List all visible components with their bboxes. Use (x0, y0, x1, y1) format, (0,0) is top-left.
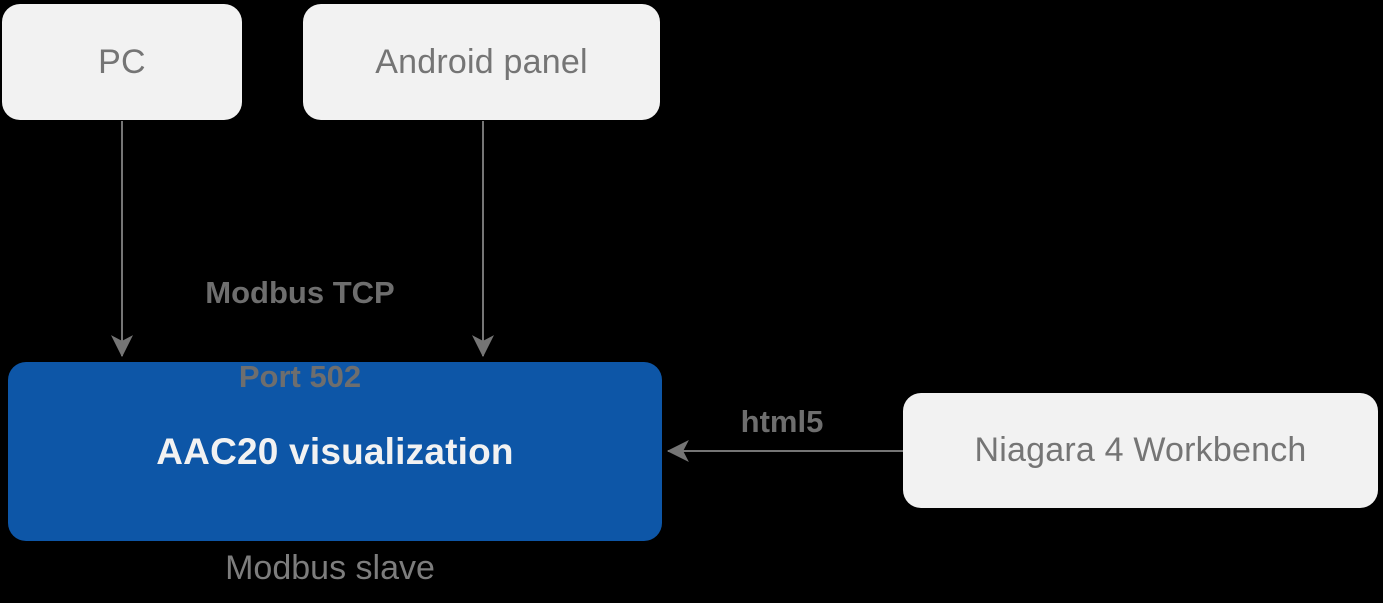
aac20-sublabel: Modbus slave (225, 549, 435, 587)
edge-label-modbus-tcp-line2: Port 502 (238, 359, 362, 394)
node-android-panel-label: Android panel (375, 42, 588, 81)
node-pc-label: PC (98, 42, 146, 81)
node-android-panel: Android panel (303, 4, 660, 120)
node-niagara-workbench-label: Niagara 4 Workbench (974, 431, 1307, 469)
node-niagara-workbench: Niagara 4 Workbench (903, 393, 1378, 508)
edge-label-modbus-tcp: Modbus TCP Port 502 (100, 230, 500, 440)
node-aac20-visualization: AAC20 visualization (8, 362, 662, 541)
node-aac20-visualization-label: AAC20 visualization (156, 430, 514, 472)
edge-label-modbus-tcp-line1: Modbus TCP (205, 275, 395, 310)
node-pc: PC (2, 4, 242, 120)
edge-label-html5: html5 (740, 404, 824, 439)
